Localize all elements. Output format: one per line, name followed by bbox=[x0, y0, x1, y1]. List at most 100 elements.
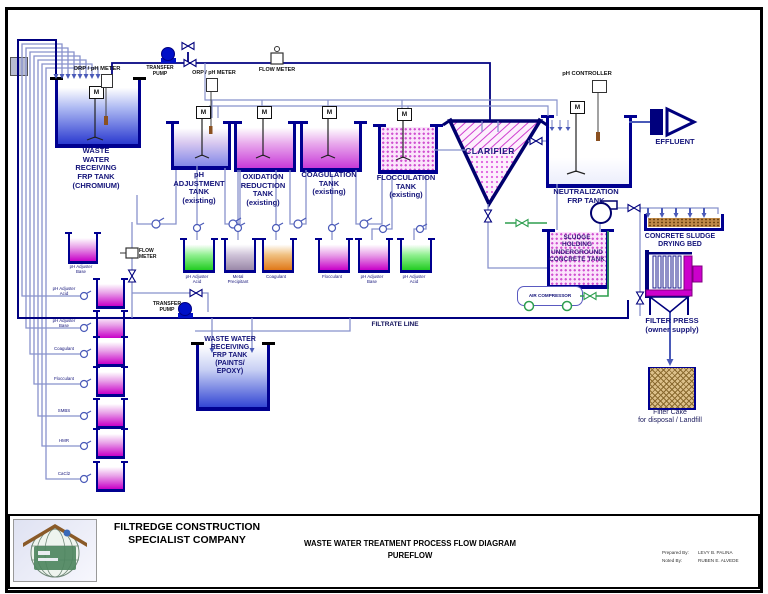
valve-top-line bbox=[183, 58, 197, 68]
pump-left-1 bbox=[79, 290, 92, 301]
concrete-sludge-drying-bed bbox=[644, 214, 724, 231]
chemical-feed-lines bbox=[21, 43, 99, 480]
noted-by-label: Noted By: bbox=[662, 558, 683, 563]
filter-press bbox=[645, 250, 703, 315]
label-tank-chromium: WASTE WATER RECEIVING FRP TANK (CHROMIUM… bbox=[72, 146, 120, 190]
sludge-pump bbox=[590, 200, 618, 224]
chem-tank-ph-acid-row bbox=[180, 237, 218, 273]
drying-bed-sludge-fill bbox=[648, 218, 720, 227]
label-chem-left-7: CaCl2 bbox=[57, 471, 71, 476]
noted-by-value: RUBEN E. ALVEDE bbox=[698, 558, 739, 563]
valve-paints-suction bbox=[189, 288, 203, 298]
pump-left-7 bbox=[79, 473, 92, 484]
label-chem-row-4: pH Adjuster Base bbox=[360, 274, 384, 285]
label-chem-left-4: Flocculant bbox=[53, 376, 74, 381]
label-chem-left-5: SMBS bbox=[57, 408, 71, 413]
clarifier-vessel bbox=[442, 117, 548, 208]
label-tank-ph-adjustment: pH ADJUSTMENT TANK (existing) bbox=[173, 170, 225, 205]
motor-flocculation: M bbox=[397, 108, 412, 121]
company-logo bbox=[13, 519, 97, 582]
pump-dose-6 bbox=[415, 223, 428, 234]
chem-tank-left-4 bbox=[93, 365, 128, 397]
pump-left-3 bbox=[79, 348, 92, 359]
motor-ph-adjustment: M bbox=[196, 106, 211, 119]
chem-tank-ph-base-0 bbox=[65, 231, 101, 264]
label-chem-row-5: pH Adjuster Acid bbox=[402, 274, 426, 285]
label-tank-oxidation: OXIDATION REDUCTION TANK (existing) bbox=[240, 172, 286, 207]
chem-tank-left-3 bbox=[93, 335, 128, 367]
pump-left-6 bbox=[79, 440, 92, 451]
pump-dose-2 bbox=[233, 222, 246, 233]
pump-left-4 bbox=[79, 378, 92, 389]
prepared-by-label: Prepared By: bbox=[662, 550, 689, 555]
valve-clarifier-underflow bbox=[483, 209, 493, 223]
chem-tank-left-5 bbox=[93, 397, 128, 429]
tank-sludge-holding bbox=[542, 229, 614, 289]
chem-tank-ph-base-row bbox=[355, 237, 393, 273]
compressor-wheels bbox=[523, 300, 573, 312]
motor-coagulation: M bbox=[322, 106, 337, 119]
flow-meter-left-symbol bbox=[120, 247, 139, 259]
pump-dose-1 bbox=[192, 222, 205, 233]
transfer-pump-top bbox=[161, 47, 176, 63]
ph-probes bbox=[104, 86, 600, 141]
tank-neutralization bbox=[541, 115, 637, 188]
label-orp-meter-2: ORP / pH METER bbox=[192, 70, 236, 76]
label-ph-controller: pH CONTROLLER bbox=[562, 71, 612, 77]
motor-oxidation: M bbox=[257, 106, 272, 119]
chem-tank-coagulant bbox=[259, 237, 297, 273]
prepared-by-row: Prepared By: LEVY B. PALINA bbox=[662, 550, 757, 555]
chem-tank-left-7 bbox=[93, 460, 128, 492]
pump-transfer-3 bbox=[293, 217, 307, 229]
label-chem-row-2: Coagulant bbox=[265, 274, 287, 279]
page-border bbox=[5, 7, 763, 593]
label-filtrate-line: FILTRATE LINE bbox=[371, 321, 419, 328]
company-name: FILTREDGE CONSTRUCTION SPECIALIST COMPAN… bbox=[113, 521, 261, 547]
pump-dose-5 bbox=[378, 223, 391, 234]
label-tank-sludge-holding: SLUDGE HOLDING UNDERGROUND CONCRETE TANK bbox=[549, 234, 605, 264]
chem-tank-metal-precipitant bbox=[221, 237, 259, 273]
valve-air-right bbox=[583, 291, 597, 301]
logo-graphic bbox=[23, 524, 87, 578]
valve-bed-manifold bbox=[627, 203, 641, 213]
pump-transfer-1 bbox=[151, 217, 165, 229]
valve-press-feed bbox=[635, 291, 645, 305]
filtrate-line-pipe bbox=[17, 39, 629, 319]
orp-ph-sensor-phadj bbox=[206, 78, 218, 92]
orp-ph-sensor-chromium bbox=[101, 74, 113, 88]
pump-left-5 bbox=[79, 410, 92, 421]
noted-by-row: Noted By: RUBEN E. ALVEDE bbox=[662, 558, 757, 563]
agitators bbox=[86, 97, 586, 175]
label-tank-coagulation: COAGULATION TANK (existing) bbox=[301, 170, 357, 197]
label-effluent: EFFLUENT bbox=[655, 137, 695, 146]
label-chem-row-0: pH Adjuster Acid bbox=[185, 274, 209, 285]
pump-left-2 bbox=[79, 322, 92, 333]
label-chem-row-1: Metal Precipitant bbox=[227, 274, 249, 285]
label-tank-paints: WASTE WATER RECEIVING FRP TANK (PAINTS/ … bbox=[204, 336, 256, 376]
pump-dose-3 bbox=[271, 222, 284, 233]
label-chem-left-6: HMR bbox=[59, 438, 69, 443]
flow-arrows bbox=[53, 74, 707, 366]
valves bbox=[127, 41, 645, 305]
chem-tank-flocculant bbox=[315, 237, 353, 273]
label-orp-meter-1: ORP / pH METER bbox=[73, 66, 121, 72]
pump-transfer-4 bbox=[359, 217, 373, 229]
chem-tank-ph-acid-row2 bbox=[397, 237, 435, 273]
prepared-by-value: LEVY B. PALINA bbox=[698, 550, 733, 555]
valve-clarifier-overflow bbox=[529, 136, 543, 146]
label-filter-press: FILTER PRESS (owner supply) bbox=[645, 316, 699, 334]
ph-controller-box bbox=[592, 80, 607, 93]
label-chem-row-3: Flocculant bbox=[321, 274, 342, 279]
drawing-title: WASTE WATER TREATMENT PROCESS FLOW DIAGR… bbox=[304, 539, 516, 560]
flow-meter-top-symbol bbox=[270, 46, 284, 65]
label-chem-left-3: Coagulant bbox=[53, 346, 75, 351]
valve-air-left bbox=[515, 218, 529, 228]
label-tank-flocculation: FLOCCULATION TANK (existing) bbox=[376, 173, 436, 200]
label-transfer-pump-top: TRANSFER PUMP bbox=[146, 65, 174, 77]
motor-neutralization: M bbox=[570, 101, 585, 114]
valve-flowmeter-left bbox=[127, 269, 137, 283]
label-chem-left-0: pH Adjuster Base bbox=[69, 264, 93, 275]
chem-tank-left-6 bbox=[93, 427, 128, 459]
label-clarifier: CLARIFIER bbox=[465, 146, 515, 156]
